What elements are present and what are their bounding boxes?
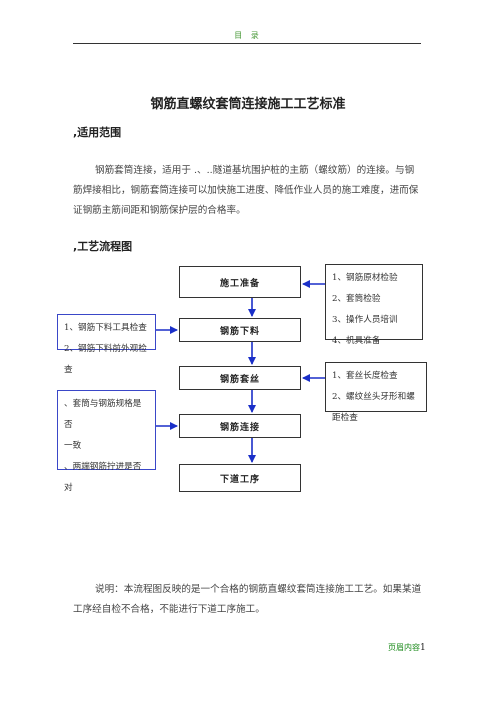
note-cutting-checks: 1、钢筋下料工具检查 2、钢筋下料前外观检查 [57,314,156,375]
note-connecting-checks: 、套筒与钢筋规格是否 一致 、两端钢筋拧进是否对 [57,390,156,493]
note-line: 、两端钢筋拧进是否对 [64,462,142,493]
page-number: 1 [420,643,426,653]
footer-text: 页眉内容 [388,643,420,652]
page-header: 目 录 [234,31,262,40]
header-divider [73,43,421,44]
step-cutting: 钢筋下料 [179,318,301,342]
step-threading: 钢筋套丝 [179,366,301,390]
note-line: 1、钢筋下料工具检查 [64,323,147,333]
section-title: 适用范围 [77,126,122,139]
note-line: 2、钢筋下料前外观检查 [64,344,147,375]
note-line: 、套筒与钢筋规格是否 [64,399,142,430]
step-preparation: 施工准备 [179,266,301,298]
note-line: 2、螺纹丝头牙形和螺距检查 [332,392,415,423]
note-line: 1、钢筋原材检验 [332,273,398,283]
section-title: 工艺流程图 [77,240,133,253]
step-connecting: 钢筋连接 [179,414,301,438]
note-line: 一致 [64,441,82,451]
note-line: 2、套筒检验 [332,294,381,304]
note-preparation-checks: 1、钢筋原材检验 2、套筒检验 3、操作人员培训 4、机具准备 [325,264,423,346]
note-line: 4、机具准备 [332,336,381,346]
section-marker: , [73,240,78,253]
note-threading-checks: 1、套丝长度检查 2、螺纹丝头牙形和螺距检查 [325,362,427,423]
scope-paragraph: 钢筋套筒连接，适用于 .、..隧道基坑围护桩的主筋（螺纹筋）的连接。与钢筋焊接相… [73,165,419,216]
section-heading-flowchart: ,工艺流程图 [73,238,132,254]
document-title: 钢筋直螺纹套筒连接施工工艺标准 [150,97,346,112]
note-line: 3、操作人员培训 [332,315,398,325]
page-footer: 页眉内容1 [388,642,426,653]
note-line: 1、套丝长度检查 [332,371,398,381]
flowchart-explanation: 说明：本流程图反映的是一个合格的钢筋直螺纹套筒连接施工工艺。如果某道工序经自检不… [73,584,422,615]
step-next-process: 下道工序 [179,464,301,492]
section-marker: , [73,126,78,139]
section-heading-scope: ,适用范围 [73,124,121,140]
